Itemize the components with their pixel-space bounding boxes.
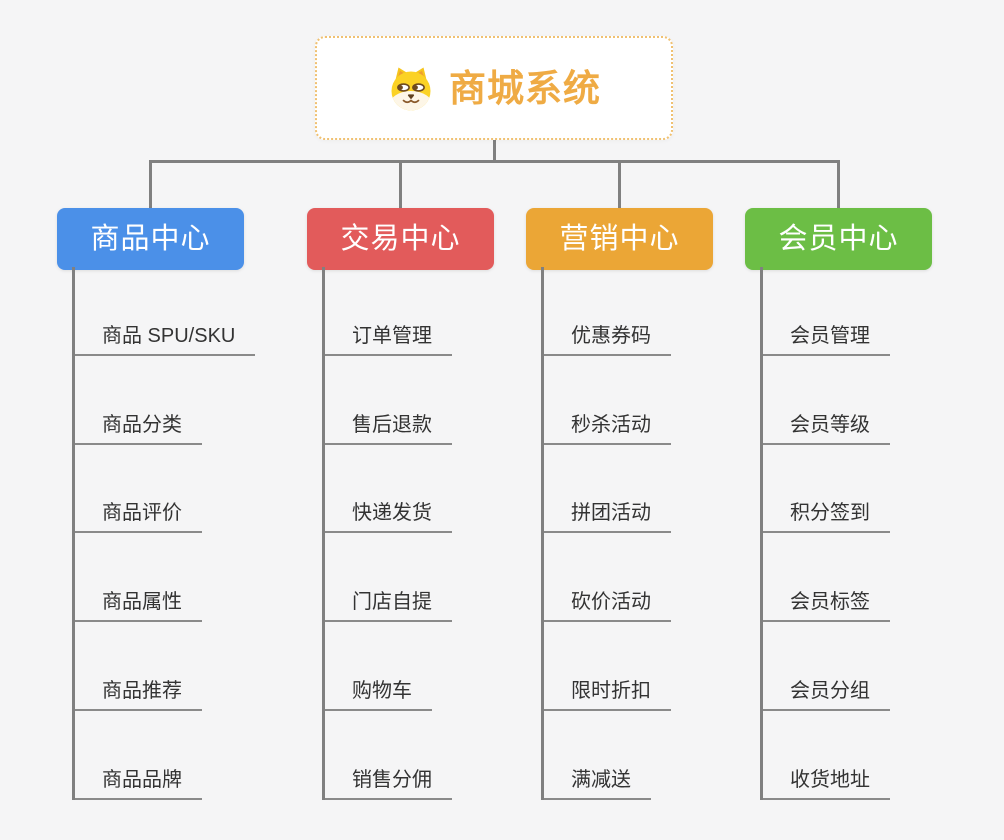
topic-item[interactable]: 商品分类	[75, 413, 202, 445]
topic-item[interactable]: 商品品牌	[75, 768, 202, 800]
dog-face-icon	[391, 67, 431, 111]
branch-children-product: 商品 SPU/SKU 商品分类 商品评价 商品属性 商品推荐 商品品牌	[72, 267, 256, 800]
topic-item[interactable]: 会员等级	[763, 413, 890, 445]
topic-item[interactable]: 销售分佣	[325, 768, 452, 800]
root-title: 商城系统	[449, 67, 601, 109]
topic-item[interactable]: 订单管理	[325, 324, 452, 356]
branch-children-marketing: 优惠券码 秒杀活动 拼团活动 砍价活动 限时折扣 满减送	[541, 267, 671, 800]
topic-item[interactable]: 优惠券码	[544, 324, 671, 356]
branch-node-product-center[interactable]: 商品中心	[57, 208, 244, 270]
topic-item[interactable]: 限时折扣	[544, 679, 671, 711]
topic-item[interactable]: 售后退款	[325, 413, 452, 445]
topic-item[interactable]: 快递发货	[325, 501, 452, 534]
topic-item[interactable]: 拼团活动	[544, 501, 671, 534]
topic-item[interactable]: 收货地址	[763, 768, 890, 800]
branch-children-trade: 订单管理 售后退款 快递发货 门店自提 购物车 销售分佣	[322, 267, 452, 800]
topic-item[interactable]: 商品评价	[75, 501, 202, 534]
topic-item[interactable]: 商品推荐	[75, 679, 202, 711]
topic-item[interactable]: 秒杀活动	[544, 413, 671, 445]
branch-children-member: 会员管理 会员等级 积分签到 会员标签 会员分组 收货地址	[760, 267, 890, 800]
topic-item[interactable]: 会员分组	[763, 679, 890, 711]
topic-item[interactable]: 积分签到	[763, 501, 890, 534]
connector-drop-member	[837, 160, 840, 210]
topic-item[interactable]: 会员管理	[763, 324, 890, 356]
connector-bus-line	[149, 160, 840, 163]
root-node[interactable]: 商城系统	[315, 36, 673, 140]
connector-drop-marketing	[618, 160, 621, 210]
topic-item[interactable]: 门店自提	[325, 590, 452, 623]
connector-root-stub	[493, 140, 496, 162]
topic-item[interactable]: 满减送	[544, 768, 651, 800]
branch-node-trade-center[interactable]: 交易中心	[307, 208, 494, 270]
connector-drop-product	[149, 160, 152, 210]
connector-drop-trade	[399, 160, 402, 210]
topic-item[interactable]: 砍价活动	[544, 590, 671, 623]
topic-item[interactable]: 商品 SPU/SKU	[75, 324, 256, 356]
topic-item[interactable]: 会员标签	[763, 590, 890, 623]
topic-item[interactable]: 购物车	[325, 679, 432, 711]
branch-node-marketing-center[interactable]: 营销中心	[526, 208, 713, 270]
topic-item[interactable]: 商品属性	[75, 590, 202, 623]
branch-node-member-center[interactable]: 会员中心	[745, 208, 932, 270]
